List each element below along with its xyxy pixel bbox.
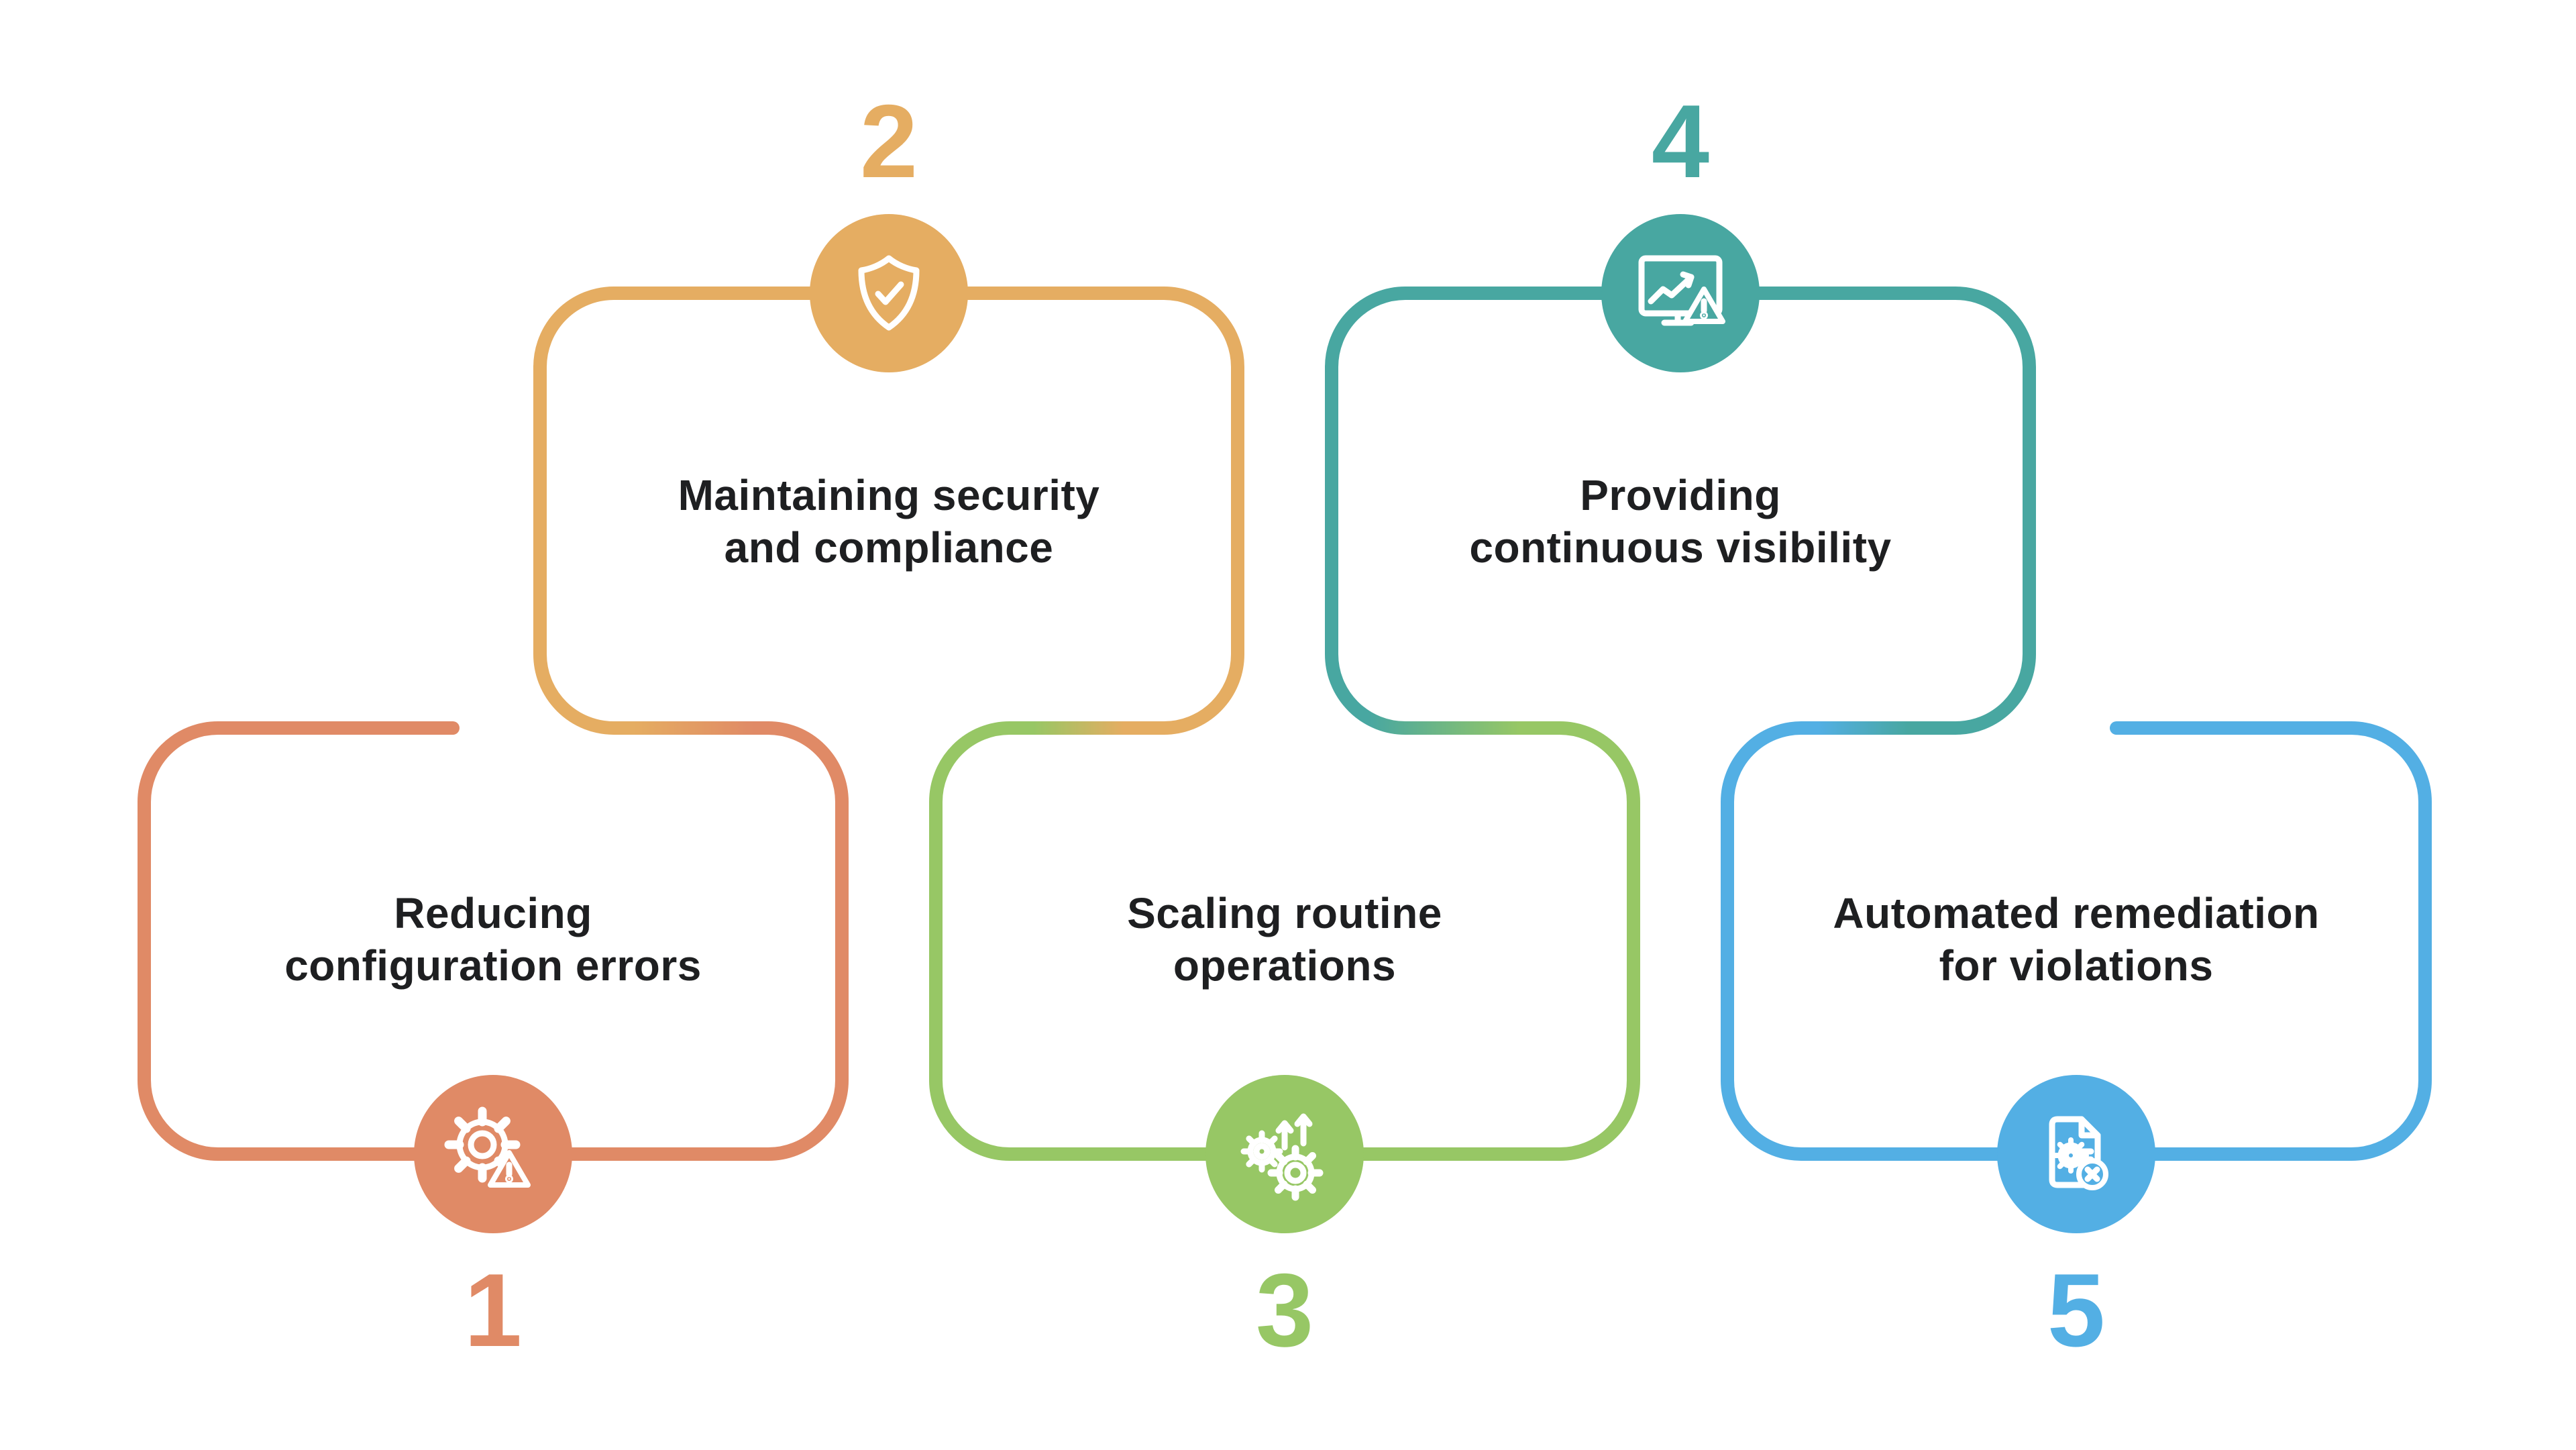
step-2-circle: [810, 214, 968, 372]
step-5-label: Automated remediation for violations: [1741, 887, 2412, 992]
step-3-circle: [1205, 1075, 1364, 1233]
chain-segment-junction-2-3: [929, 721, 1130, 1087]
step-4-label-line2: continuous visibility: [1469, 523, 1892, 572]
step-2-label-line2: and compliance: [724, 523, 1054, 572]
step-1-label-line1: Reducing: [394, 889, 592, 937]
step-3-number: 3: [1255, 1252, 1314, 1368]
step-4-label-line1: Providing: [1580, 471, 1781, 519]
chain-segment-box5: [1721, 721, 2432, 1161]
step-5-label-line1: Automated remediation: [1833, 889, 2320, 937]
step-2-label: Maintaining security and compliance: [553, 469, 1224, 574]
chain-segment-junction-2-1: [533, 360, 775, 735]
chain-segment-box2: [533, 287, 1244, 735]
step-1-label-line2: configuration errors: [284, 941, 702, 990]
shield-check-icon: [858, 255, 920, 331]
step-4-number: 4: [1651, 83, 1710, 199]
chain-segment-junction-4-3: [1325, 360, 1526, 735]
gears-growth-icon: [1240, 1113, 1324, 1201]
chain-segment-box1: [138, 721, 849, 1161]
step-1-number: 1: [464, 1252, 523, 1368]
chain-segment-box3: [929, 721, 1640, 1161]
chain-segment-junction-4-5: [1721, 721, 1915, 1087]
step-3-label-line2: operations: [1173, 941, 1397, 990]
step-2-label-line1: Maintaining security: [678, 471, 1100, 519]
chain-segment-box4: [1325, 287, 2036, 735]
step-1-label: Reducing configuration errors: [158, 887, 828, 992]
step-2-number: 2: [859, 83, 918, 199]
step-4-label: Providing continuous visibility: [1345, 469, 2016, 574]
gear-warning-icon: [444, 1106, 531, 1188]
monitor-alert-icon: [1638, 255, 1725, 326]
step-3-label-line1: Scaling routine: [1127, 889, 1442, 937]
step-3-label: Scaling routine operations: [949, 887, 1620, 992]
step-5-number: 5: [2047, 1252, 2106, 1368]
step-5-label-line2: for violations: [1939, 941, 2214, 990]
document-remediation-icon: [2049, 1116, 2108, 1190]
step-4-circle: [1601, 214, 1760, 372]
